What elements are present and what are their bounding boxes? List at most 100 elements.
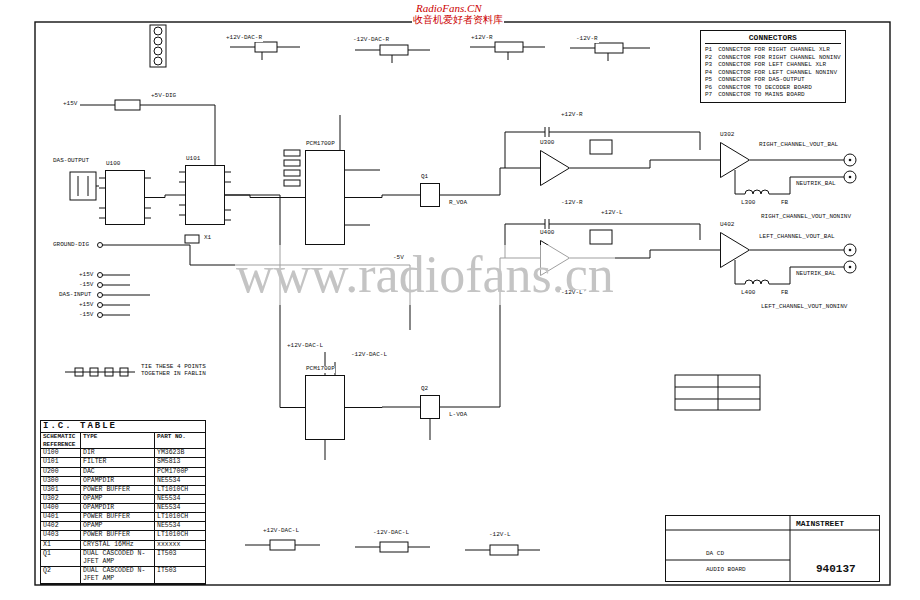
resistor-symbol	[284, 180, 300, 186]
connector-pin	[849, 159, 852, 162]
signal-label: LEFT_CHANNEL_VOUT_NONINV	[760, 304, 848, 311]
stamp-grid	[675, 375, 760, 410]
opamp-symbol	[721, 143, 750, 178]
table-cell: OPAMPDIR	[81, 504, 155, 513]
column-heading: PART NO.	[155, 433, 205, 449]
opamp-outline	[540, 150, 570, 186]
table-cell: U101	[41, 458, 81, 467]
table-cell: IT503	[155, 567, 205, 584]
signal-wire	[440, 258, 540, 407]
connector-pin	[849, 176, 852, 179]
column-heading: TYPE	[81, 433, 155, 449]
resistor-symbol	[284, 170, 300, 176]
table-cell: CRYSTAL 16MHz	[81, 541, 155, 550]
regulator-symbol	[270, 540, 295, 550]
table-heading: CONNECTORS	[705, 33, 841, 44]
part-reference: U300	[540, 140, 554, 147]
approval-stamp	[675, 375, 760, 410]
table-cell: U302	[41, 495, 81, 504]
watermark: 收音机爱好者资料库	[412, 14, 504, 26]
connector-pin	[849, 266, 852, 269]
signal-wire	[440, 168, 540, 195]
input-pin	[98, 273, 103, 278]
opamp-triangle: U400	[540, 240, 570, 276]
output-wire	[735, 250, 844, 284]
table-cell: U200	[41, 468, 81, 477]
table-cell: U403	[41, 531, 81, 540]
signal-label: -5V	[392, 255, 405, 262]
jfet-pair: Q1	[420, 183, 440, 207]
watermark: RadioFans.CN	[415, 2, 483, 15]
signal-label: R_VOA	[448, 200, 468, 207]
ground-bus	[102, 245, 410, 330]
opamp-triangle: U300	[540, 150, 570, 186]
tie-point	[105, 368, 113, 376]
table-cell: Q2	[41, 567, 81, 584]
signal-label: GROUND-DIG	[52, 242, 90, 249]
connector-description: CONNECTOR FOR RIGHT CHANNEL XLR	[718, 46, 840, 54]
supply-wire	[245, 545, 540, 550]
buffer-symbol	[590, 140, 612, 154]
dac-chip: PCM1700P	[305, 375, 345, 440]
table-cell: U401	[41, 513, 81, 522]
regulator-symbol	[495, 42, 523, 52]
watermark: www.radiofans.cn	[235, 245, 615, 305]
regulator-symbol	[595, 43, 623, 53]
part-reference: U402	[720, 222, 734, 229]
dac-chip: PCM1700P	[305, 150, 345, 245]
signal-label: +12V-DAC-L	[262, 528, 300, 535]
signal-label: +12V-DAC-R	[225, 35, 263, 42]
signal-wire	[570, 250, 720, 258]
signal-label: FB	[780, 200, 789, 207]
table-heading: I.C. TABLE	[41, 421, 205, 433]
connector-ref: P5	[705, 76, 712, 84]
connector-pin	[849, 249, 852, 252]
table-cell: OPAMPDIR	[81, 477, 155, 486]
regulator-symbol	[380, 45, 408, 55]
ic-pins	[99, 178, 151, 218]
resistor-symbol	[284, 150, 300, 156]
part-reference: PCM1700P	[306, 366, 335, 373]
signal-label: +12V-R	[560, 112, 584, 119]
part-reference: Q2	[421, 386, 428, 393]
part-reference: U101	[186, 156, 200, 163]
connector-ref: P2	[705, 54, 712, 62]
connector-description: CONNECTOR FOR LEFT CHANNEL NONINV	[718, 69, 840, 77]
table-cell: X1	[41, 541, 81, 550]
tie-point	[120, 368, 128, 376]
table-cell: POWER BUFFER	[81, 513, 155, 522]
opamp-triangle: U302	[720, 142, 750, 178]
signal-label: +15V	[78, 272, 94, 279]
connector-description: CONNECTOR FOR DAS-OUTPUT	[718, 76, 840, 84]
connector-table: CONNECTORSP1CONNECTOR FOR RIGHT CHANNEL …	[700, 30, 846, 103]
table-cell: POWER BUFFER	[81, 486, 155, 495]
table-cell: DAC	[81, 468, 155, 477]
signal-label: L400	[740, 290, 756, 297]
regulator-symbol	[115, 100, 140, 110]
table-cell: LT1010CH	[155, 513, 205, 522]
table-cell: NE5534	[155, 522, 205, 531]
table-cell: IT503	[155, 550, 205, 567]
table-cell: U402	[41, 522, 81, 531]
table-cell: SM5813	[155, 458, 205, 467]
supply-wire	[230, 47, 650, 63]
output-wire	[735, 160, 844, 194]
table-cell: U301	[41, 486, 81, 495]
table-cell: Q1	[41, 550, 81, 567]
opamp-symbol	[721, 233, 750, 268]
table-cell: LT1010CH	[155, 531, 205, 540]
signal-wire	[345, 195, 420, 198]
table-cell: POWER BUFFER	[81, 531, 155, 540]
part-reference: U302	[720, 132, 734, 139]
title-text: AUDIO BOARD	[706, 567, 746, 574]
table-cell: U400	[41, 504, 81, 513]
table-cell: LT1010CH	[155, 486, 205, 495]
tie-point	[90, 368, 98, 376]
feedback-wire	[505, 127, 700, 168]
opamp-outline	[720, 142, 750, 178]
signal-label: RIGHT_CHANNEL_VOUT_BAL	[758, 142, 839, 149]
signal-label: DAS-INPUT	[58, 292, 92, 299]
signal-label: +12V-R	[470, 35, 494, 42]
